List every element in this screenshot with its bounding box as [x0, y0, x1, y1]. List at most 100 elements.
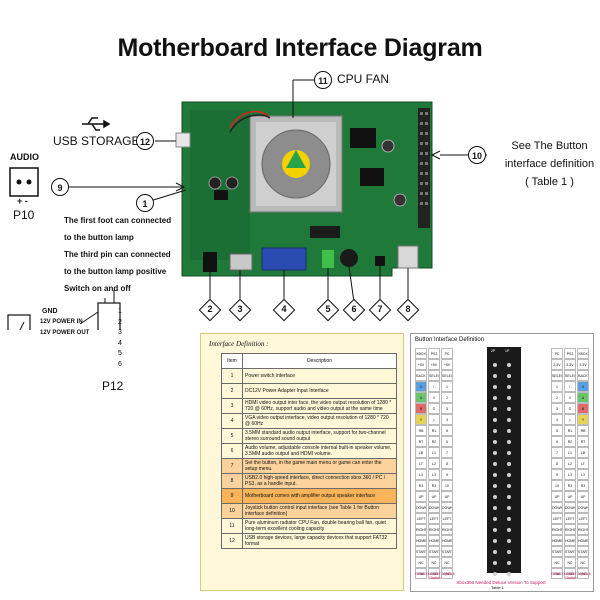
right-button-cell: DOWN	[564, 502, 576, 513]
callout-6-number: 6	[351, 303, 357, 314]
page-title: Motherboard Interface Diagram	[117, 34, 483, 62]
left-button-cell: LEFT	[441, 513, 453, 524]
note-line: The first foot can connected	[64, 216, 172, 225]
left-button-cell: △	[428, 414, 440, 425]
right-button-cell: LEFT	[564, 513, 576, 524]
left-button-cell: 6	[441, 436, 453, 447]
left-switch-label: Extra Xbox360 Joystick Switch	[415, 572, 455, 580]
right-button-cell: UP	[564, 491, 576, 502]
left-button-cell: 8	[441, 458, 453, 469]
left-button-cell: HOME	[428, 535, 440, 546]
item-description: Joystick button control input interface …	[242, 503, 397, 519]
p12-pin: 6	[118, 360, 122, 368]
item-number: 9	[221, 488, 243, 504]
left-button-cell: RB	[415, 425, 427, 436]
left-button-cell: START	[415, 546, 427, 557]
pin-dot	[493, 407, 497, 411]
right-button-cell: RIGHT	[551, 524, 563, 535]
right-button-cell: L3	[564, 469, 576, 480]
left-button-cell: HOME	[415, 535, 427, 546]
left-button-cell: Y	[415, 414, 427, 425]
pin-dot	[507, 462, 511, 466]
p12-pin-list: 1 2 3 4 5 6	[118, 307, 122, 370]
pin-header-label: 2P	[491, 349, 496, 353]
item-number: 7	[221, 458, 243, 474]
right-button-cell: L2	[564, 458, 576, 469]
right-button-cell: L1	[564, 447, 576, 458]
pin-dot	[493, 484, 497, 488]
right-button-cell: L3	[577, 469, 589, 480]
callout-9: 9	[51, 178, 69, 196]
vga-port	[261, 247, 307, 271]
pin-dot	[507, 451, 511, 455]
left-button-cell: BACK	[415, 370, 427, 381]
left-button-cell: START	[428, 546, 440, 557]
item-number: 6	[221, 443, 243, 459]
gnd-label: GND	[42, 308, 58, 315]
right-button-cell: SELECT	[551, 370, 563, 381]
right-button-cell: □	[564, 381, 576, 392]
left-button-cell: NC	[428, 557, 440, 568]
left-button-cell: LEFT	[415, 513, 427, 524]
left-button-cell: 5	[441, 425, 453, 436]
left-button-cell: SELECT	[441, 370, 453, 381]
right-button-cell: RB	[577, 425, 589, 436]
pin-dot	[493, 385, 497, 389]
left-button-cell: GND	[428, 568, 440, 579]
right-button-cell: 3.3V	[551, 359, 563, 370]
left-button-cell: LB	[415, 447, 427, 458]
p12-connector	[97, 302, 121, 330]
left-button-cell: X	[415, 381, 427, 392]
pin-dot	[493, 539, 497, 543]
usb-controller-port	[397, 245, 419, 269]
pin-dot	[493, 374, 497, 378]
pin-dot	[493, 396, 497, 400]
pin-dot	[493, 561, 497, 565]
left-button-cell: RT	[415, 436, 427, 447]
button-ref-line: interface definition	[504, 158, 595, 170]
button-interface-title: Button Interface Definition	[415, 337, 485, 343]
p12-label: P12	[102, 379, 124, 393]
left-button-cell: GND	[441, 568, 453, 579]
p12-pin: 2	[118, 318, 122, 326]
usb-storage-label: USB STORAGE	[53, 134, 140, 148]
right-button-cell: DOWN	[577, 502, 589, 513]
button-footer-note: Xbox360 Needed Deluxe Version To Support	[456, 580, 546, 585]
item-number: 5	[221, 428, 243, 444]
item-number: 8	[221, 473, 243, 489]
pin-header-label: 1P	[505, 349, 510, 353]
left-button-cell: DOWN	[441, 502, 453, 513]
callout-1: 1	[136, 194, 154, 212]
left-button-cell: X	[428, 392, 440, 403]
right-button-cell: 4	[551, 414, 563, 425]
right-button-cell: O	[564, 403, 576, 414]
note-line: The third pin can connected	[64, 250, 171, 259]
column-header: Item	[221, 353, 243, 369]
right-button-cell: 7	[551, 447, 563, 458]
right-button-cell: X	[564, 392, 576, 403]
right-button-cell: 1	[551, 381, 563, 392]
pin-dot	[507, 363, 511, 367]
interface-definition-panel: Interface Definition : Item Description …	[200, 333, 404, 591]
item-number: 3	[221, 398, 243, 414]
callout-2-number: 2	[207, 303, 213, 314]
item-number: 1	[221, 368, 243, 384]
pin-dot	[493, 462, 497, 466]
callout-4-number: 4	[281, 303, 287, 314]
callout-12: 12	[136, 132, 154, 150]
pin-dot	[507, 539, 511, 543]
left-button-cell: DOWN	[428, 502, 440, 513]
callout-7-number: 7	[377, 303, 383, 314]
left-button-cell: O	[428, 403, 440, 414]
right-button-cell: HOME	[577, 535, 589, 546]
power-out-label: 12V POWER OUT	[40, 330, 90, 336]
right-button-cell: RIGHT	[577, 524, 589, 535]
item-description: USB2.0 high-speed interface, direct conn…	[242, 473, 397, 489]
right-column-header: PS3	[564, 348, 576, 359]
item-description: Motherboard comes with amplifier output …	[242, 488, 397, 504]
right-button-cell: RIGHT	[564, 524, 576, 535]
